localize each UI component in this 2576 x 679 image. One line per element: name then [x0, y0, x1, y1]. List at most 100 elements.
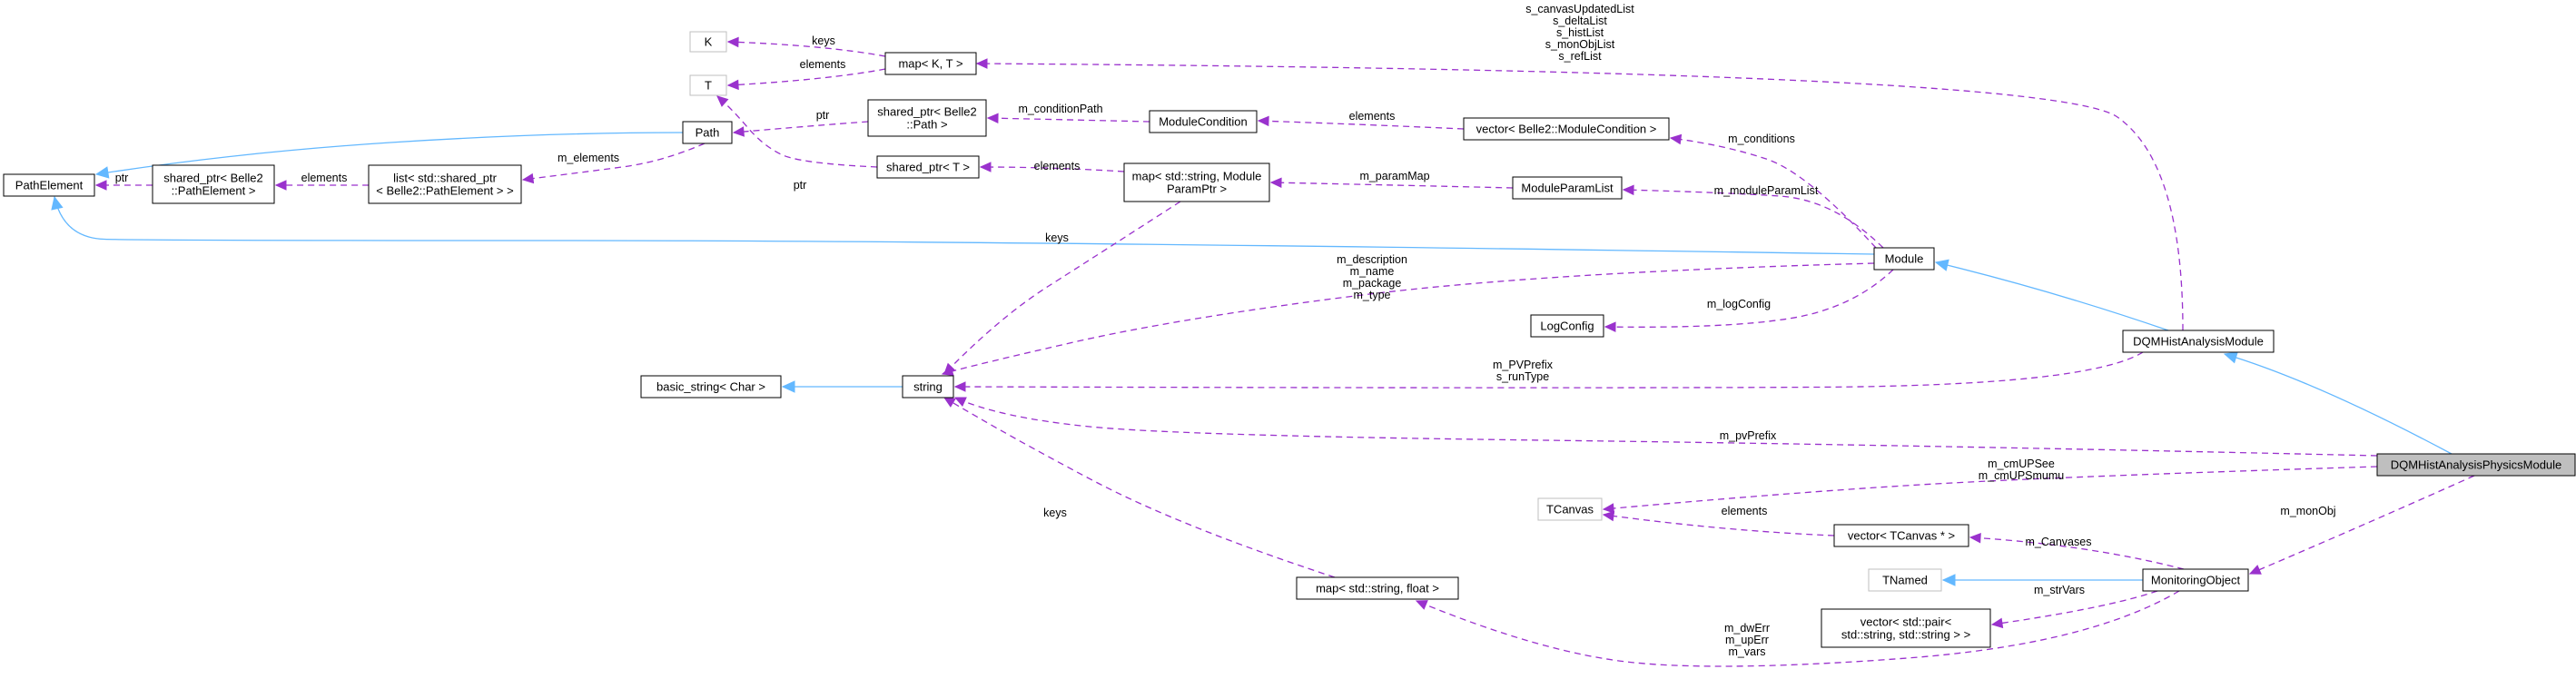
usage-arrowhead: [986, 113, 999, 124]
class-node-d-q-m-hist-analysis-physics-module[interactable]: DQMHistAnalysisPhysicsModule: [2376, 453, 2576, 477]
class-node-sp-path[interactable]: shared_ptr< Belle2::Path >: [867, 99, 987, 137]
usage-arrowhead: [1969, 532, 1981, 544]
class-node-map-k-t[interactable]: map< K, T >: [884, 52, 977, 75]
node-box: [1530, 314, 1604, 338]
node-label: string: [913, 380, 943, 394]
class-node-module-param-list[interactable]: ModuleParamList: [1512, 176, 1623, 200]
class-node-sp-t[interactable]: shared_ptr< T >: [876, 155, 980, 179]
edge-e-physics-inherit: [2223, 351, 2453, 455]
inheritance-arrowhead: [94, 166, 110, 179]
node-box: [867, 99, 987, 137]
edge-label: m_dwErr: [1724, 622, 1770, 635]
usage-arrowhead: [975, 58, 988, 69]
edge-e-tnamed-inherit: [1941, 574, 2144, 586]
edge-e-paramMap: m_paramMap: [1269, 170, 1514, 189]
edge-line: [2249, 475, 2475, 575]
edge-line: [95, 132, 684, 175]
usage-arrowhead: [726, 79, 739, 91]
edge-label: keys: [1045, 231, 1069, 244]
edge-label: elements: [1349, 110, 1396, 123]
class-node-d-q-m-hist-analysis-module[interactable]: DQMHistAnalysisModule: [2122, 330, 2275, 353]
node-label: map< K, T >: [898, 57, 962, 71]
edge-label: keys: [812, 34, 835, 47]
node-box: [1463, 117, 1670, 141]
node-label: basic_string< Char >: [656, 380, 765, 394]
inheritance-arrowhead: [1941, 574, 1956, 586]
edge-line: [954, 351, 2144, 389]
edge-e-elements-tcanvas: elements: [1602, 505, 1835, 536]
node-box: [1537, 497, 1603, 521]
usage-arrowhead: [1602, 503, 1614, 514]
class-node-log-config[interactable]: LogConfig: [1530, 314, 1604, 338]
class-node-module-condition[interactable]: ModuleCondition: [1149, 110, 1258, 133]
class-node-vec-t-canvas[interactable]: vector< TCanvas * >: [1833, 524, 1969, 547]
node-label: ModuleCondition: [1159, 115, 1248, 129]
class-node-sp-path-element[interactable]: shared_ptr< Belle2::PathElement >: [152, 164, 275, 204]
node-box: [2376, 453, 2576, 477]
edge-label: s_refList: [1558, 50, 1602, 63]
usage-arrowhead: [1415, 600, 1428, 610]
usage-arrowhead: [1257, 115, 1269, 127]
node-box: [3, 173, 95, 197]
edge-line: [727, 41, 886, 57]
edge-line: [1670, 137, 1877, 249]
edge-label: s_deltaList: [1553, 15, 1607, 27]
class-node-map-string-float[interactable]: map< std::string, float >: [1296, 576, 1459, 600]
edge-e-keys-string2: keys: [943, 397, 1336, 578]
edge-e-ptr-PathElement: ptr: [94, 172, 153, 191]
class-node-t[interactable]: T: [689, 74, 727, 96]
node-label: ::PathElement >: [172, 184, 256, 198]
edge-line: [976, 63, 2184, 331]
class-node-vec-module-condition[interactable]: vector< Belle2::ModuleCondition >: [1463, 117, 1670, 141]
usage-arrowhead: [726, 36, 739, 48]
node-label: MonitoringObject: [2151, 574, 2241, 587]
node-box: [640, 375, 782, 399]
class-node-path-element[interactable]: PathElement: [3, 173, 95, 197]
node-label: TNamed: [1882, 574, 1928, 587]
node-label: shared_ptr< Belle2: [877, 105, 977, 119]
edge-label: s_runType: [1496, 370, 1549, 383]
usage-arrowhead: [953, 381, 966, 392]
node-box: [1833, 524, 1969, 547]
node-box: [1512, 176, 1623, 200]
node-label: map< std::string, float >: [1316, 582, 1439, 595]
node-box: [902, 375, 954, 399]
node-label: shared_ptr< T >: [886, 161, 970, 174]
usage-arrowhead: [521, 172, 535, 184]
node-box: [689, 74, 727, 96]
class-node-t-canvas[interactable]: TCanvas: [1537, 497, 1603, 521]
class-node-string[interactable]: string: [902, 375, 954, 399]
node-box: [876, 155, 980, 179]
edge-line: [954, 397, 2378, 457]
class-node-monitoring-object[interactable]: MonitoringObject: [2142, 568, 2249, 592]
edge-line: [1603, 466, 2378, 510]
node-label: ModuleParamList: [1521, 182, 1614, 195]
node-label: DQMHistAnalysisModule: [2133, 335, 2264, 349]
edge-label: m_paramMap: [1359, 170, 1429, 182]
edge-line: [54, 196, 1875, 255]
edge-label: elements: [1034, 160, 1081, 172]
class-node-module[interactable]: Module: [1873, 247, 1935, 271]
class-node-t-named[interactable]: TNamed: [1868, 568, 1942, 592]
class-node-list-s-p[interactable]: list< std::shared_ptr< Belle2::PathEleme…: [368, 164, 522, 204]
edge-line: [980, 166, 1125, 172]
class-node-k[interactable]: K: [689, 31, 727, 53]
edge-label: elements: [800, 58, 846, 71]
edge-label: m_cmUPSee: [1988, 458, 2055, 470]
edge-label: m_monObj: [2280, 505, 2335, 517]
edge-e-conditions: m_conditions: [1669, 133, 1877, 249]
edge-line: [1935, 261, 2169, 331]
node-label: Module: [1885, 252, 1924, 266]
inheritance-arrowhead: [51, 195, 64, 211]
class-node-basic-string[interactable]: basic_string< Char >: [640, 375, 782, 399]
node-box: [689, 31, 727, 53]
class-node-path[interactable]: Path: [682, 121, 733, 144]
node-label: PathElement: [15, 179, 84, 192]
class-node-vec-pair[interactable]: vector< std::pair<std::string, std::stri…: [1821, 608, 1991, 648]
